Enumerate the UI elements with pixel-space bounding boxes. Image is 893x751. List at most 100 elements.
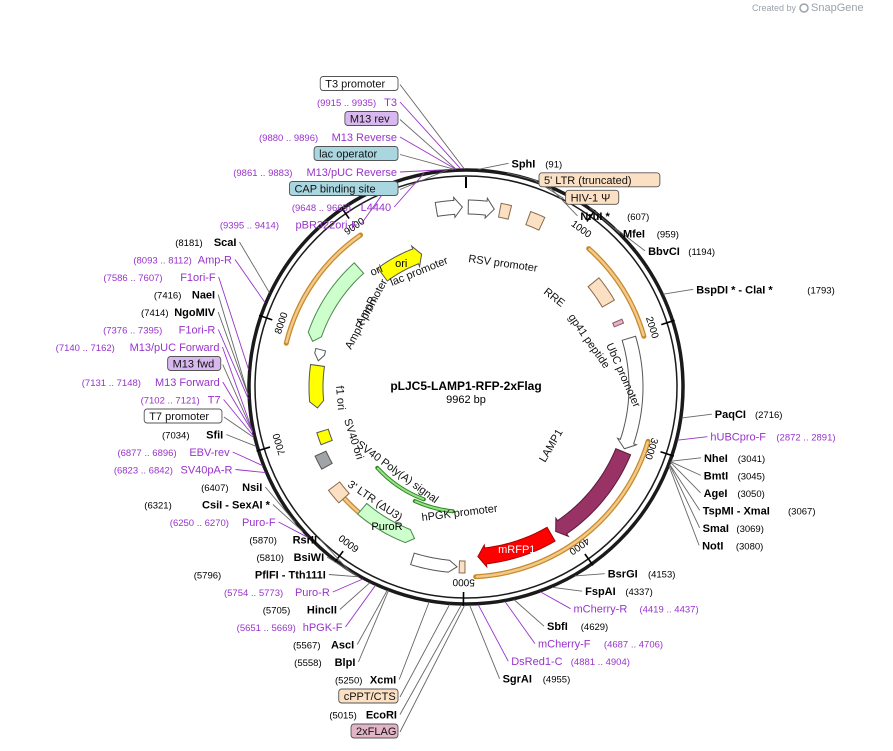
- primer-name-puro-f: Puro-F: [242, 517, 276, 529]
- leader-t7: [223, 399, 254, 437]
- site-name-pflfi-tth111i: PflFI - Tth111I: [255, 570, 326, 582]
- primer-name-mcherry-r: mCherry-R: [574, 604, 628, 616]
- leader-l4440: [393, 172, 425, 208]
- site-name-smai: SmaI: [703, 523, 729, 535]
- leader-f1ori-r: [217, 329, 249, 400]
- arc-rsv-ubc-hi: [588, 248, 645, 337]
- backbone-outer: [247, 168, 685, 606]
- site-name-bsrgi: BsrGI: [608, 569, 638, 581]
- box-5-ltr-truncated: [538, 172, 661, 188]
- site-pos-sbfi: (4629): [581, 622, 608, 633]
- leader-sgrai: [469, 604, 500, 679]
- leader-tspmi-xmai: [669, 464, 701, 511]
- plasmid-size: 9962 bp: [446, 394, 486, 406]
- box-label-t7-promoter: T7 promoter: [149, 411, 209, 423]
- primer-pos-f1ori-r: (7376 .. 7395): [103, 326, 162, 337]
- feature-hpgk-promoter: [410, 552, 458, 573]
- leader-cap-binding-site: [399, 169, 449, 190]
- site-pos-bsrgi: (4153): [648, 570, 675, 581]
- site-pos-nsii: (6407): [201, 483, 228, 494]
- site-name-bmti: BmtI: [704, 470, 728, 482]
- primer-pos-t3: (9915 .. 9935): [317, 98, 376, 109]
- leader-bbvci: [614, 227, 646, 252]
- site-name-bspdi-clai: BspDI * - ClaI *: [696, 284, 773, 296]
- leader-t3-promoter: [399, 84, 465, 170]
- brand-prefix: Created by: [752, 3, 797, 13]
- feature-lamp1: [555, 448, 632, 538]
- leader-ngomiv: [217, 311, 249, 396]
- leader-pflfi-tth111i: [328, 574, 359, 578]
- site-name-xcmi: XcmI: [370, 675, 396, 687]
- tick-1000: [586, 209, 596, 222]
- feature-ampr-promoter: [314, 347, 327, 362]
- primer-pos-mcherry-r: (4419 .. 4437): [639, 605, 698, 616]
- leader-paqci: [681, 413, 712, 419]
- primer-name-f1ori-r: F1ori-R: [179, 325, 216, 337]
- feature-label-lamp1: LAMP1: [537, 427, 565, 464]
- site-name-asci: AscI: [331, 640, 354, 652]
- site-pos-noti: (3080): [736, 541, 763, 552]
- site-name-mfei: MfeI: [623, 228, 645, 240]
- site-name-fspai: FspAI: [585, 586, 616, 598]
- primer-pos-puro-r: (5754 .. 5773): [224, 588, 283, 599]
- site-name-nrui: NruI *: [580, 211, 610, 223]
- leader-nhei: [670, 457, 702, 462]
- leader-agei: [670, 462, 701, 494]
- site-name-scai: ScaI: [214, 237, 237, 249]
- feature-f1-ori: [308, 363, 326, 409]
- primer-pos-m13-puc-forward: (7140 .. 7162): [56, 343, 115, 354]
- site-name-tspmi-xmai: TspMI - XmaI: [703, 505, 770, 517]
- leader-scai: [239, 241, 270, 293]
- primer-name-pbr322ori-f: pBR322ori-F: [295, 220, 358, 232]
- leader-sfii: [226, 434, 257, 447]
- leader-ecori: [399, 604, 462, 715]
- site-name-noti: NotI: [702, 540, 723, 552]
- leader-sbfi: [513, 599, 545, 627]
- leader-bmti: [670, 461, 701, 476]
- site-pos-agei: (3050): [737, 489, 764, 500]
- site-pos-naei: (7416): [154, 291, 181, 302]
- leader-mfei: [589, 207, 621, 234]
- tick-label-7000: 7000: [271, 431, 288, 456]
- feature-gp41: [612, 318, 625, 328]
- site-name-sfii: SfiI: [206, 430, 223, 442]
- site-pos-asci: (5567): [293, 641, 320, 652]
- box-m13-fwd: [167, 356, 222, 371]
- box-label-lac-operator: lac operator: [319, 149, 377, 161]
- site-pos-bmti: (3045): [738, 471, 765, 482]
- site-name-sgrai: SgrAI: [503, 674, 532, 686]
- site-name-ecori: EcoRI: [366, 710, 397, 722]
- primer-pos-puro-f: (6250 .. 6270): [170, 518, 229, 529]
- site-pos-mfei: (959): [657, 229, 679, 240]
- leader-cppt-cts: [399, 604, 451, 698]
- feature-ori: [377, 244, 423, 282]
- box-hiv-1: [565, 189, 620, 205]
- leader-naei: [217, 294, 249, 395]
- leader-xcmi: [398, 601, 430, 680]
- primer-name-t7: T7: [208, 395, 221, 407]
- leader-f1ori-f: [218, 276, 250, 371]
- leader-m13-fwd: [222, 364, 254, 433]
- primer-pos-pbr322ori-f: (9395 .. 9414): [220, 221, 279, 232]
- feature-ubc-promoter: [616, 335, 644, 450]
- box-label-2xflag: 2xFLAG: [356, 726, 396, 738]
- leader-rsrii: [319, 539, 351, 572]
- box-label-cppt-cts: cPPT/CTS: [344, 691, 396, 703]
- leader-sphi: [478, 162, 509, 170]
- primer-name-t3: T3: [384, 97, 397, 109]
- box-cppt-cts: [338, 688, 399, 704]
- tick-7000: [256, 446, 271, 452]
- box-label-5-ltr-truncated: 5' LTR (truncated): [544, 175, 631, 187]
- primer-name-hpgk-f: hPGK-F: [303, 622, 343, 634]
- site-pos-paqci: (2716): [755, 410, 782, 421]
- tick-2000: [661, 319, 675, 326]
- leader-t3: [399, 101, 462, 170]
- site-name-naei: NaeI: [192, 290, 215, 302]
- leader-lines: [217, 84, 712, 733]
- primer-name-m13-puc-reverse: M13/pUC Reverse: [307, 167, 397, 179]
- leader-m13-puc-forward: [222, 346, 253, 431]
- site-pos-ngomiv: (7414): [141, 308, 168, 319]
- leader-sv40pa-r: [235, 469, 266, 474]
- site-pos-rsrii: (5870): [249, 536, 276, 547]
- site-pos-hincii: (5705): [263, 606, 290, 617]
